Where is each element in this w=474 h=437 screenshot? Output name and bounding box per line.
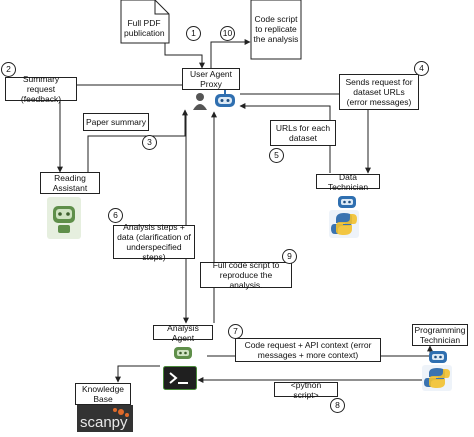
full-pdf-label: Full PDF publication xyxy=(124,18,165,38)
robot-icon xyxy=(212,90,238,115)
step-3-badge: 3 xyxy=(142,135,157,150)
robot-icon xyxy=(427,348,449,369)
step-2-badge: 2 xyxy=(1,62,16,77)
step-5-badge: 5 xyxy=(269,148,284,163)
scanpy-wordmark: scanpy xyxy=(80,414,128,431)
document-icon xyxy=(120,0,170,44)
python-script-label: <python script> xyxy=(274,380,338,400)
user-agent-proxy-label: User Agent Proxy xyxy=(182,68,240,90)
reading-assistant-label: Reading Assistant xyxy=(40,172,100,194)
sends-request-label: Sends request for dataset URLs (error me… xyxy=(339,74,419,110)
step-1-badge: 1 xyxy=(186,26,201,41)
robot-icon xyxy=(172,345,194,365)
scanpy-logo: scanpy xyxy=(77,405,133,437)
code-script-label: Code script to replicate the analysis xyxy=(253,14,299,44)
code-request-label: Code request + API context (error messag… xyxy=(235,338,381,362)
analysis-steps-label: Analysis steps + data (clarification of … xyxy=(113,222,195,262)
step-10-badge: 10 xyxy=(220,26,235,41)
step-7-badge: 7 xyxy=(228,324,243,339)
document-icon xyxy=(250,0,302,60)
arrow-urls-return xyxy=(239,103,331,173)
python-icon xyxy=(329,210,359,243)
python-icon xyxy=(422,365,452,396)
step-9-badge: 9 xyxy=(282,249,297,264)
knowledge-base-label: Knowledge Base xyxy=(75,383,131,405)
full-pdf-document: Full PDF publication xyxy=(120,0,170,44)
robot-icon xyxy=(336,193,358,214)
user-icon xyxy=(193,92,207,115)
code-script-document: Code script to replicate the analysis xyxy=(250,0,302,60)
data-technician-label: Data Technician xyxy=(316,172,380,192)
programming-technician-label: Programming Technician xyxy=(412,324,468,346)
summary-request-label: Summary request (feedback) xyxy=(5,74,77,104)
paper-summary-label: Paper summary xyxy=(83,113,149,131)
full-code-script-label: Full code script to reproduce the analys… xyxy=(200,260,292,290)
robot-icon xyxy=(47,197,81,244)
analysis-agent-label: Analysis Agent xyxy=(153,323,213,343)
step-4-badge: 4 xyxy=(414,61,429,76)
step-8-badge: 8 xyxy=(330,398,345,413)
step-6-badge: 6 xyxy=(108,208,123,223)
arrow-pdf-to-proxy xyxy=(164,42,205,69)
arrow-proxy-to-code xyxy=(210,39,251,68)
arrow-paper-summary xyxy=(87,109,188,172)
terminal-icon xyxy=(163,366,197,395)
arrow-knowledge-base xyxy=(115,365,160,383)
urls-dataset-label: URLs for each dataset xyxy=(270,120,336,146)
